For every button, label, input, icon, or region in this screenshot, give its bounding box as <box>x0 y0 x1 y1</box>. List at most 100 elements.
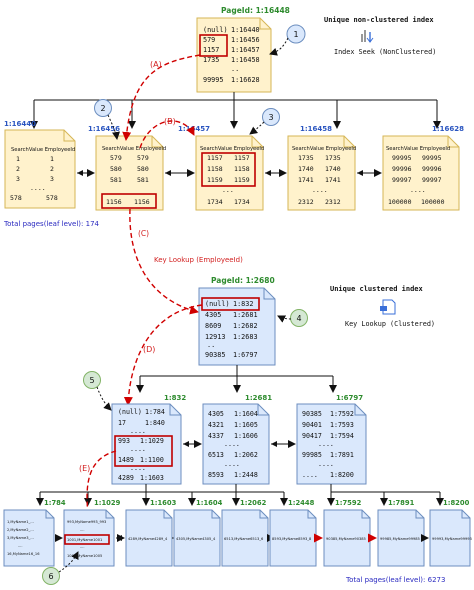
nc-leaf-cell: 3 <box>16 175 20 183</box>
c-leaf-2: 993,MyName993_993 .... 1001,MyName1001 .… <box>63 509 115 567</box>
svg-text:580: 580 <box>137 165 149 173</box>
svg-text:99985: 99985 <box>302 451 322 459</box>
arrow-c <box>129 208 199 315</box>
svg-text:....: .... <box>130 464 146 472</box>
arrow-e-label: (E) <box>79 464 90 473</box>
legend-nc-title: Unique non-clustered index <box>324 16 434 24</box>
nc-root-page: 1:16628 <box>231 76 260 84</box>
svg-text:1:1604: 1:1604 <box>234 410 258 418</box>
svg-text:1:7594: 1:7594 <box>330 432 354 440</box>
svg-text:1740: 1740 <box>298 165 314 173</box>
c-root-key: (null) <box>205 300 230 308</box>
svg-text:....: .... <box>318 460 334 468</box>
svg-text:1156: 1156 <box>134 198 150 206</box>
nc-leaf-page-id: 1:16458 <box>300 125 332 133</box>
svg-text:1:7593: 1:7593 <box>330 421 354 429</box>
svg-text:16,MyName16_16: 16,MyName16_16 <box>7 552 40 556</box>
arrow-d-label: (D) <box>143 345 155 354</box>
svg-text:....: .... <box>80 528 85 532</box>
step-marker-4-label: 4 <box>296 314 301 323</box>
key-lookup-icon <box>380 299 396 315</box>
svg-text:90385: 90385 <box>302 410 322 418</box>
svg-text:579: 579 <box>110 154 122 162</box>
nc-root-page: 1:16457 <box>231 46 260 54</box>
svg-text:1:7592: 1:7592 <box>330 410 354 418</box>
svg-text:99996: 99996 <box>422 165 442 173</box>
svg-text:1:2448: 1:2448 <box>234 471 258 479</box>
svg-text:....: .... <box>318 440 334 448</box>
nc-root-page-id: PageId: 1:16448 <box>221 6 290 15</box>
svg-text:1:2062: 1:2062 <box>234 451 258 459</box>
svg-text:579: 579 <box>137 154 149 162</box>
step-marker-4 <box>290 309 308 327</box>
svg-text:3,MyName3_...: 3,MyName3_... <box>7 536 34 540</box>
legend-c-title: Unique clustered index <box>330 285 424 293</box>
svg-text:4305,MyName4305_4: 4305,MyName4305_4 <box>176 537 216 541</box>
nc-leaf-cell: 2 <box>50 165 54 173</box>
svg-text:100000: 100000 <box>421 198 445 206</box>
svg-text:....: .... <box>302 471 318 479</box>
svg-text:4321: 4321 <box>208 421 224 429</box>
c-leaf-8: 99985,MyName99985 <box>377 509 425 567</box>
c-root-key: 8609 <box>205 322 221 330</box>
svg-text:993: 993 <box>118 437 130 445</box>
c-root-key: 90385 <box>205 351 225 359</box>
nc-leaf-page-id: 1:16457 <box>178 125 210 133</box>
nc-leaf-cell: 578 <box>10 194 22 202</box>
c-root-page: 1:832 <box>233 300 253 308</box>
svg-text:90401: 90401 <box>302 421 322 429</box>
step-marker-6-label: 6 <box>48 572 53 581</box>
nc-leaf-header: SearchValue EmployeeId <box>292 146 356 152</box>
svg-text:6513,MyName6513_6: 6513,MyName6513_6 <box>224 537 264 541</box>
svg-text:1159: 1159 <box>207 176 223 184</box>
nc-root-ellipsis: .. <box>231 65 239 73</box>
c-total-pages: Total pages(leaf level): 6273 <box>345 576 445 584</box>
c-leaf-page-id: 1:1029 <box>94 499 121 507</box>
nc-leaf-3-highlight <box>201 152 256 187</box>
nc-root-page: 1:16458 <box>231 56 260 64</box>
c-root-page: 1:2681 <box>233 311 258 319</box>
c-root-page: 1:2682 <box>233 322 258 330</box>
c-mid-page-id: 1:6797 <box>336 394 363 402</box>
c-leaf-page-id: 1:7592 <box>335 499 362 507</box>
c-mid-page-id: 1:832 <box>164 394 186 402</box>
nc-leaf-cell: 578 <box>46 194 58 202</box>
step-marker-1-label: 1 <box>293 30 298 39</box>
nc-leaf-page-id: 1:16456 <box>88 125 120 133</box>
svg-text:2312: 2312 <box>298 198 314 206</box>
svg-text:1740: 1740 <box>325 165 341 173</box>
svg-text:99997: 99997 <box>422 176 442 184</box>
svg-text:99985,MyName99985: 99985,MyName99985 <box>380 537 420 541</box>
svg-text:17: 17 <box>118 419 126 427</box>
svg-text:....: .... <box>130 427 146 435</box>
svg-text:1:1605: 1:1605 <box>234 421 258 429</box>
svg-text:....: .... <box>224 440 240 448</box>
svg-text:1:840: 1:840 <box>145 419 165 427</box>
nc-leaf-2-highlight <box>101 193 157 209</box>
step-marker-6 <box>42 567 60 585</box>
c-leaf-3: 4289,MyName4289_4 <box>125 509 173 567</box>
c-leaf-page-id: 1:1603 <box>150 499 177 507</box>
svg-text:...: ... <box>222 186 234 194</box>
arrow-a <box>122 54 201 141</box>
c-root-highlight <box>201 297 260 311</box>
svg-text:99996: 99996 <box>392 165 412 173</box>
legend-nc-caption: Index Seek (NonClustered) <box>334 48 436 56</box>
svg-text:99995: 99995 <box>422 154 442 162</box>
svg-text:99997: 99997 <box>392 176 412 184</box>
nc-leaf-cell: 2 <box>16 165 20 173</box>
svg-text:4337: 4337 <box>208 432 224 440</box>
step-marker-3 <box>262 108 280 126</box>
svg-text:581: 581 <box>110 176 122 184</box>
svg-text:1741: 1741 <box>325 176 341 184</box>
svg-text:1,MyName1_...: 1,MyName1_... <box>7 520 34 524</box>
step-marker-3-label: 3 <box>268 113 273 122</box>
svg-text:....: .... <box>80 545 85 549</box>
